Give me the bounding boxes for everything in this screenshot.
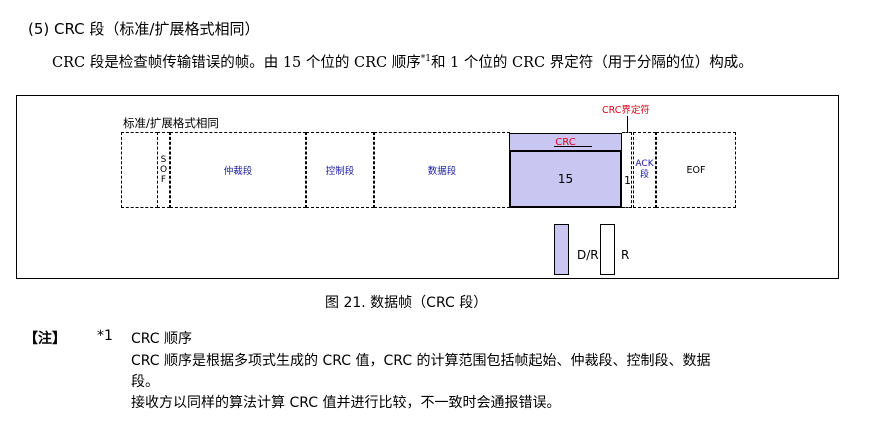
control-field: 控制段 — [306, 132, 374, 208]
arbitration-field: 仲裁段 — [170, 132, 306, 208]
note-line-1: CRC 顺序是根据多项式生成的 CRC 值，CRC 的计算范围包括帧起始、仲裁段… — [131, 353, 711, 369]
crc-field-label: CRC — [555, 136, 576, 148]
crc-bit-count: 15 — [557, 172, 574, 186]
data-field-label: 数据段 — [427, 166, 457, 177]
ack-field-label-2: 段 — [639, 170, 649, 180]
crc-underline — [554, 146, 592, 147]
sof-field: S O F — [157, 132, 170, 208]
crc-sequence-field: 15 — [509, 150, 622, 208]
paragraph-text-1: CRC 段是检查帧传输错误的帧。由 15 个位的 CRC 顺序 — [52, 55, 421, 71]
note-line-2: 段。 — [131, 374, 159, 390]
crc-delimiter-bit-count: 1 — [624, 174, 631, 187]
data-field: 数据段 — [374, 132, 510, 208]
control-field-label: 控制段 — [325, 166, 355, 177]
eof-field: EOF — [656, 132, 736, 208]
sof-letter-o: O — [159, 165, 168, 175]
intro-paragraph: CRC 段是检查帧传输错误的帧。由 15 个位的 CRC 顺序*1和 1 个位的… — [52, 51, 753, 72]
dominant-recessive-bit-legend — [554, 224, 569, 275]
recessive-label: R — [621, 248, 630, 262]
arbitration-field-label: 仲裁段 — [223, 166, 253, 177]
crc-field-header: CRC — [509, 133, 622, 151]
note-line-3: 接收方以同样的算法计算 CRC 值并进行比较，不一致时会通报错误。 — [131, 395, 561, 411]
paragraph-text-2: 和 1 个位的 CRC 界定符（用于分隔的位）构成。 — [430, 55, 753, 71]
diagram-subtitle: 标准/扩展格式相同 — [123, 116, 219, 130]
note-label: 【注】 — [24, 331, 66, 347]
figure-caption: 图 21. 数据帧（CRC 段） — [325, 295, 488, 311]
sof-letter-s: S — [160, 155, 167, 165]
ack-field-label: ACK — [635, 159, 654, 169]
crc-delimiter-label: CRC界定符 — [602, 105, 650, 116]
section-heading: (5) CRC 段（标准/扩展格式相同） — [28, 20, 260, 38]
ack-field: ACK 段 — [633, 132, 656, 208]
crc-frame-diagram: 标准/扩展格式相同 CRC界定符 S O F 仲裁段 控制段 数据段 CRC 1… — [16, 95, 839, 279]
eof-field-label: EOF — [686, 164, 706, 176]
crc-delimiter-field — [622, 132, 632, 208]
note-number: *1 — [97, 328, 113, 344]
recessive-bit-legend — [600, 224, 615, 275]
crc-delimiter-arrow-line — [627, 116, 628, 137]
footnote-ref: *1 — [420, 54, 431, 64]
sof-letter-f: F — [160, 175, 167, 185]
dominant-recessive-label: D/R — [577, 248, 599, 262]
idle-bus-field — [121, 132, 158, 208]
note-title: CRC 顺序 — [131, 331, 193, 347]
crc-field: CRC 15 — [509, 133, 622, 208]
